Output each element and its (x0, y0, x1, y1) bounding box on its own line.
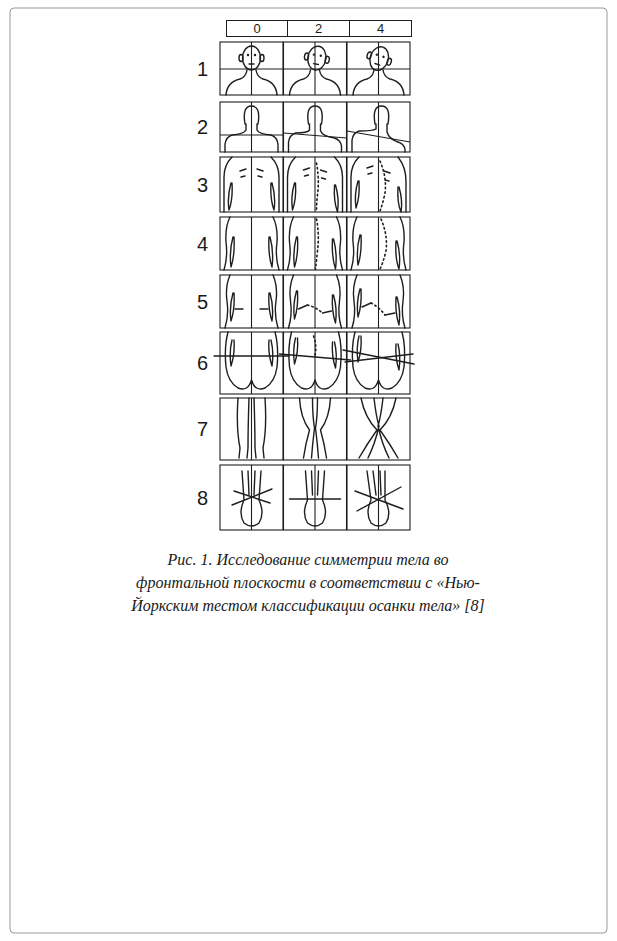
row-number: 7 (197, 419, 208, 439)
row-number: 4 (197, 234, 208, 254)
shoulder-cell (347, 102, 410, 152)
figure-caption: Рис. 1. Исследование симметрии тела во ф… (122, 548, 494, 617)
upper-back-cell (347, 157, 410, 212)
waist-cell (347, 275, 410, 328)
waist-cell (220, 275, 283, 328)
score-value: 2 (315, 22, 322, 35)
waist-cell (284, 275, 347, 328)
pelvis-cell (280, 332, 351, 394)
pelvis-cell (343, 332, 414, 394)
row-number: 3 (197, 175, 208, 195)
score-value: 4 (377, 22, 384, 35)
head-cell (347, 42, 410, 95)
heel-cell (284, 465, 347, 530)
score-header-cell: 2 (287, 20, 350, 37)
row-number: 8 (197, 488, 208, 508)
score-header-cell: 4 (349, 20, 412, 37)
figure-frame (10, 8, 607, 933)
shoulder-cell (284, 102, 347, 152)
head-cell (220, 42, 283, 95)
mid-back-cell (284, 217, 347, 270)
legs-cell (284, 398, 347, 460)
score-header-cell: 0 (226, 20, 288, 37)
mid-back-cell (347, 217, 410, 270)
shoulder-cell (220, 102, 283, 152)
score-value: 0 (253, 22, 260, 35)
mid-back-cell (220, 217, 283, 270)
pelvis-cell (214, 332, 289, 394)
row-number: 2 (197, 117, 208, 137)
heel-cell (347, 465, 410, 530)
legs-cell (347, 398, 410, 460)
row-number: 6 (197, 353, 208, 373)
head-cell (284, 42, 347, 95)
legs-cell (220, 398, 283, 460)
upper-back-cell (220, 157, 283, 212)
row-number: 1 (197, 59, 208, 79)
heel-cell (220, 465, 283, 530)
row-number: 5 (197, 292, 208, 312)
upper-back-cell (284, 157, 347, 212)
